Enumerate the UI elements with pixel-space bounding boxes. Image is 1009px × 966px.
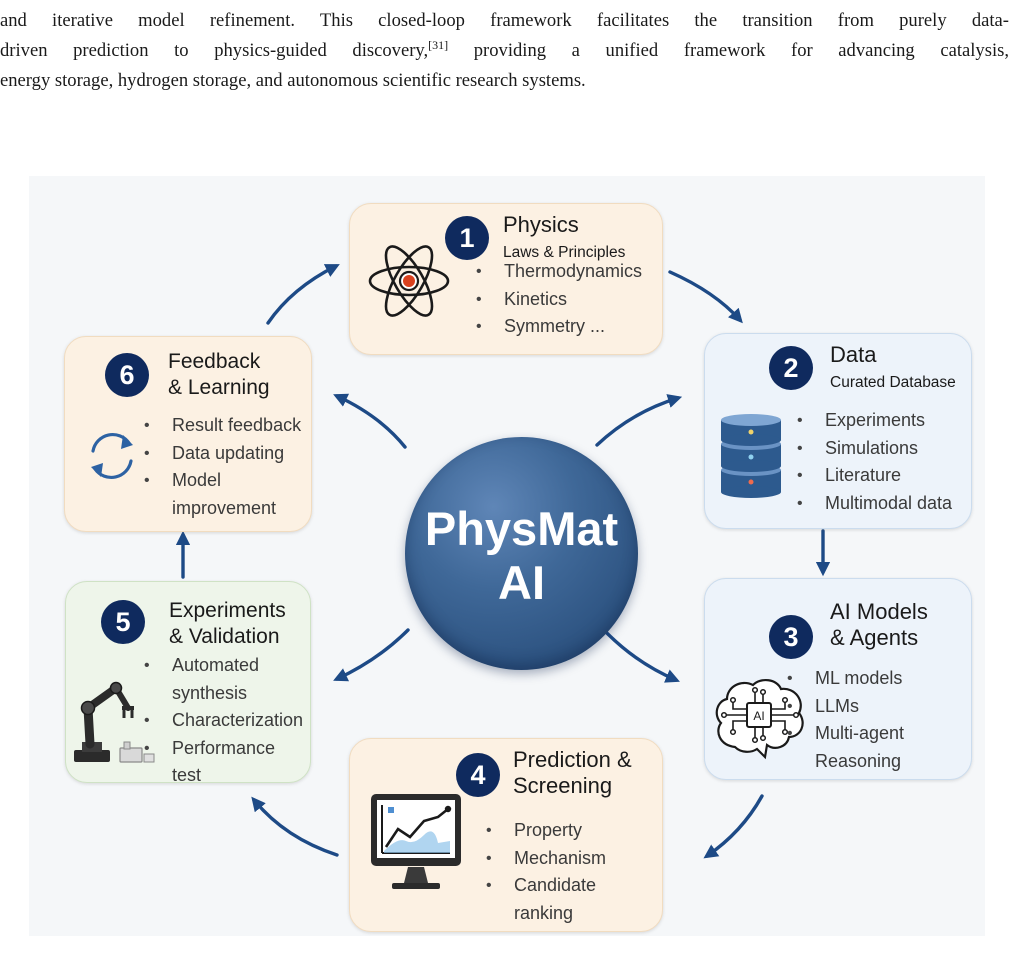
body-paragraph: and iterative model refinement. This clo… [0, 0, 1009, 96]
list-item-continuation: Reasoning [815, 750, 902, 771]
list-item: Result feedback [142, 412, 301, 440]
card-prediction: 4 Prediction & Screening Property Mechan… [349, 738, 663, 932]
svg-text:AI: AI [753, 709, 764, 723]
card-list: Result feedback Data updating Model impr… [142, 412, 301, 522]
list-item: synthesis [142, 680, 303, 708]
refresh-cycle-icon [91, 432, 133, 480]
database-icon [721, 414, 781, 498]
arrow-hub-to-feedback [333, 393, 407, 449]
list-item: LLMs [785, 693, 904, 721]
list-item: Characterization [142, 707, 303, 735]
list-item: Simulations [795, 435, 952, 463]
card-list: Automated synthesis Characterization Per… [142, 652, 303, 790]
paragraph-line-1: and iterative model refinement. This clo… [0, 10, 1009, 31]
ai-brain-icon: AI [715, 679, 804, 760]
list-item: ML models [785, 665, 904, 693]
list-item: ranking [484, 900, 606, 928]
list-item: Reasoning [785, 748, 904, 776]
card-title-line1: Feedback [168, 350, 261, 373]
arrow-hub-to-experiments [333, 628, 410, 682]
atom-icon [368, 245, 450, 317]
arrow-models-to-prediction [703, 794, 764, 859]
list-item: Multi-agent [785, 720, 904, 748]
arrow-hub-to-models [600, 626, 680, 683]
list-item: Performance [142, 735, 303, 763]
hub-title-line1: PhysMat [424, 502, 619, 555]
list-item-continuation: improvement [172, 497, 277, 518]
list-item: Experiments [795, 407, 952, 435]
card-experiments: 5 Experiments & Validation Automated syn… [65, 581, 311, 785]
list-item: Automated [142, 652, 303, 680]
card-subtitle: Laws & Principles [503, 244, 626, 261]
list-item: Symmetry ... [474, 313, 642, 341]
arrow-prediction-to-experiments [251, 796, 339, 857]
list-item-continuation: synthesis [172, 682, 248, 703]
step-badge-6: 6 [105, 353, 149, 397]
step-badge-2: 2 [769, 346, 813, 390]
arrow-hub-to-data [595, 394, 683, 447]
step-badge-3: 3 [769, 615, 813, 659]
card-subtitle: Curated Database [830, 374, 956, 391]
list-item: improvement [142, 495, 301, 523]
paragraph-line-2: driven prediction to physics-guided disc… [0, 36, 1009, 66]
step-badge-1: 1 [445, 216, 489, 260]
card-list: Thermodynamics Kinetics Symmetry ... [474, 258, 642, 341]
list-item-continuation: ranking [514, 902, 574, 923]
arrow-physics-to-data [668, 270, 743, 324]
monitor-chart-icon [371, 794, 461, 889]
list-item: Kinetics [474, 286, 642, 314]
paragraph-line-3: energy storage, hydrogen storage, and au… [0, 70, 586, 91]
list-item: Property [484, 817, 606, 845]
arrow-feedback-to-physics [266, 264, 340, 325]
card-title-line1: Experiments [169, 599, 286, 622]
list-item: test [142, 762, 303, 790]
paragraph-line-2-rest: providing a unified framework for advanc… [448, 40, 1009, 61]
card-feedback: 6 Feedback & Learning Result feedback Da… [64, 336, 312, 532]
list-item: Multimodal data [795, 490, 952, 518]
list-item: Model [142, 467, 301, 495]
card-title-line1: Prediction & [513, 747, 632, 772]
card-data: 2 Data Curated Database Experiments Simu… [704, 333, 972, 529]
physmat-ai-hub: PhysMat AI [405, 437, 638, 670]
card-title-line2: & Learning [168, 376, 270, 399]
step-badge-5: 5 [101, 600, 145, 644]
list-item-continuation: test [172, 765, 202, 785]
card-ai-models: 3 AI Models & Agents AI ML models LLMs M… [704, 578, 972, 780]
card-list: Experiments Simulations Literature Multi… [795, 407, 952, 517]
step-badge-4: 4 [456, 753, 500, 797]
list-item: Candidate [484, 872, 606, 900]
list-item: Thermodynamics [474, 258, 642, 286]
citation-31[interactable]: [31] [428, 37, 449, 52]
card-list: Property Mechanism Candidate ranking [484, 817, 606, 927]
paragraph-line-2-text: driven prediction to physics-guided disc… [0, 40, 429, 61]
list-item: Literature [795, 462, 952, 490]
card-title: Physics [503, 212, 579, 237]
hub-title-line2: AI [498, 556, 545, 609]
list-item: Mechanism [484, 845, 606, 873]
card-title-line2: & Validation [169, 625, 280, 648]
list-item: Data updating [142, 440, 301, 468]
card-list: ML models LLMs Multi-agent Reasoning [785, 665, 904, 775]
card-physics: 1 Physics Laws & Principles Thermodynami… [349, 203, 663, 355]
card-title-line1: AI Models [830, 599, 928, 624]
card-title-line2: & Agents [830, 625, 919, 650]
card-title: Data [830, 342, 877, 367]
card-title-line2: Screening [513, 773, 613, 798]
